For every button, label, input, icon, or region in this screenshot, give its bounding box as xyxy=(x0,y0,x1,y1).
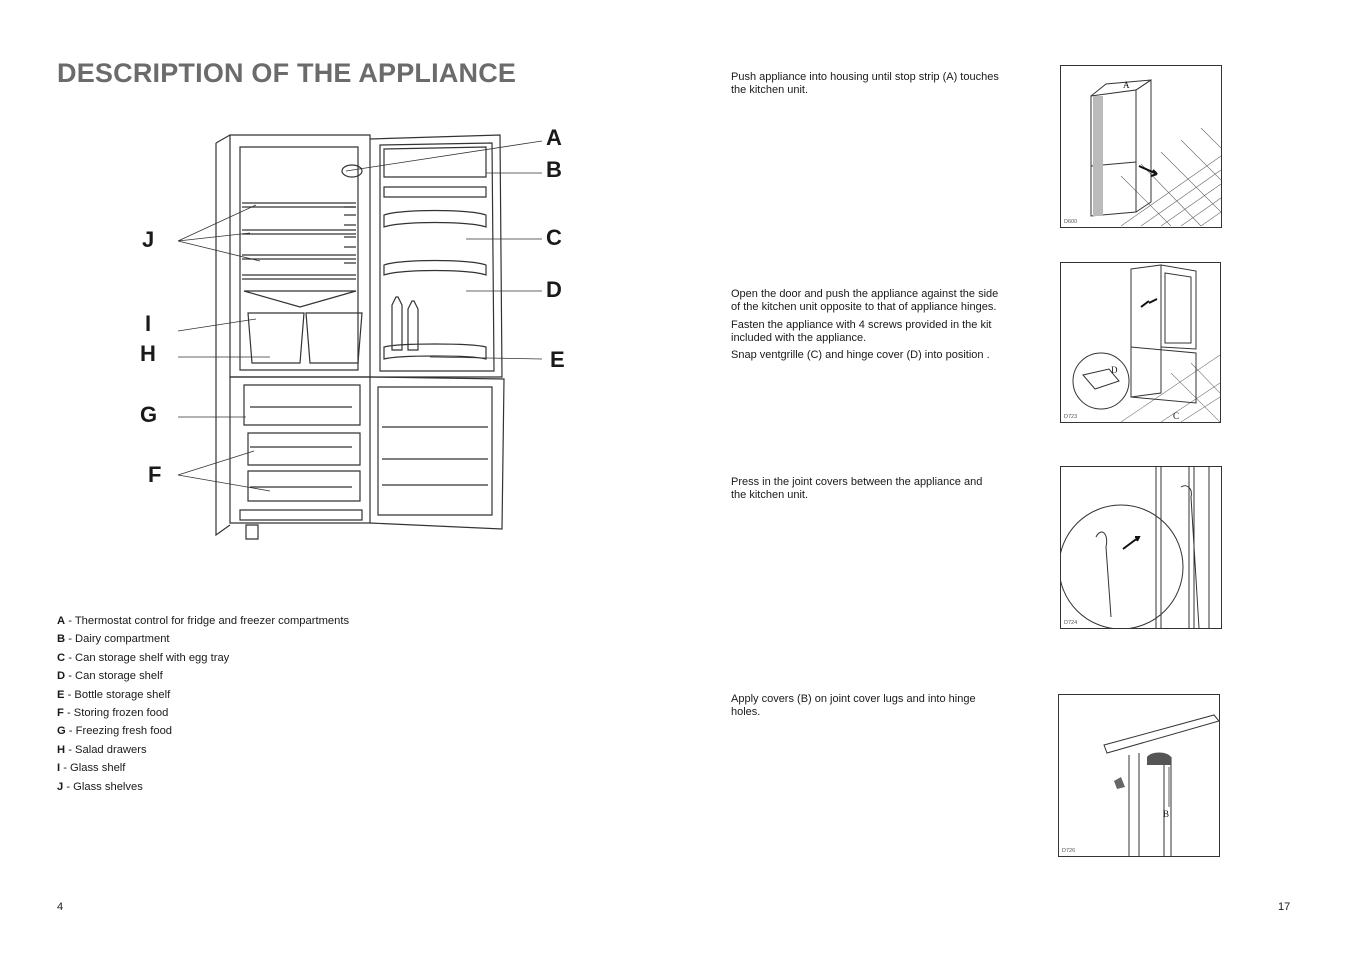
legend-item: F - Storing frozen food xyxy=(57,707,169,720)
fridge-freezer-diagram: A B C D E F G H I J xyxy=(140,125,565,540)
legend-item: B - Dairy compartment xyxy=(57,633,170,646)
right-page-number: 17 xyxy=(1278,901,1291,913)
page-title: DESCRIPTION OF THE APPLIANCE xyxy=(57,58,517,88)
callout-i: I xyxy=(145,311,151,336)
figure-code: D724 xyxy=(1064,620,1078,626)
callout-e: E xyxy=(550,347,565,372)
svg-text:C: C xyxy=(1173,411,1179,421)
legend-item: H - Salad drawers xyxy=(57,743,147,756)
legend-item: E - Bottle storage shelf xyxy=(57,688,171,701)
svg-text:A: A xyxy=(1123,80,1130,90)
figure-code: D600 xyxy=(1064,219,1078,225)
callout-h: H xyxy=(140,341,156,366)
callout-d: D xyxy=(546,277,562,302)
callout-g: G xyxy=(140,402,157,427)
step-1-text: Push appliance into housing until stop s… xyxy=(731,71,999,97)
callout-a: A xyxy=(546,125,562,150)
step-2-illustration: D C D723 xyxy=(1060,262,1221,423)
legend-item: J - Glass shelves xyxy=(57,780,143,793)
callout-b: B xyxy=(546,157,562,182)
svg-text:B: B xyxy=(1163,809,1169,819)
step-4-text: Apply covers (B) on joint cover lugs and… xyxy=(731,693,976,719)
step-3-text: Press in the joint covers between the ap… xyxy=(731,476,983,502)
legend-item: D - Can storage shelf xyxy=(57,670,163,683)
figure-code: D723 xyxy=(1064,414,1078,420)
figure-code: D726 xyxy=(1062,848,1076,854)
legend-item: C - Can storage shelf with egg tray xyxy=(57,651,230,664)
legend-item: G - Freezing fresh food xyxy=(57,725,173,738)
legend-item: A - Thermostat control for fridge and fr… xyxy=(57,615,350,627)
left-page-number: 4 xyxy=(57,901,64,913)
step-4-illustration: B D726 xyxy=(1058,694,1220,857)
parts-legend: A - Thermostat control for fridge and fr… xyxy=(57,612,349,796)
step-3-illustration: D724 xyxy=(1060,466,1222,629)
step-1-illustration: A D600 xyxy=(1060,65,1222,228)
step-2-text: Open the door and push the appliance aga… xyxy=(731,288,999,362)
svg-text:D: D xyxy=(1111,365,1118,375)
callout-f: F xyxy=(148,462,161,487)
callout-c: C xyxy=(546,225,562,250)
legend-item: I - Glass shelf xyxy=(57,762,126,775)
callout-j: J xyxy=(142,227,154,252)
